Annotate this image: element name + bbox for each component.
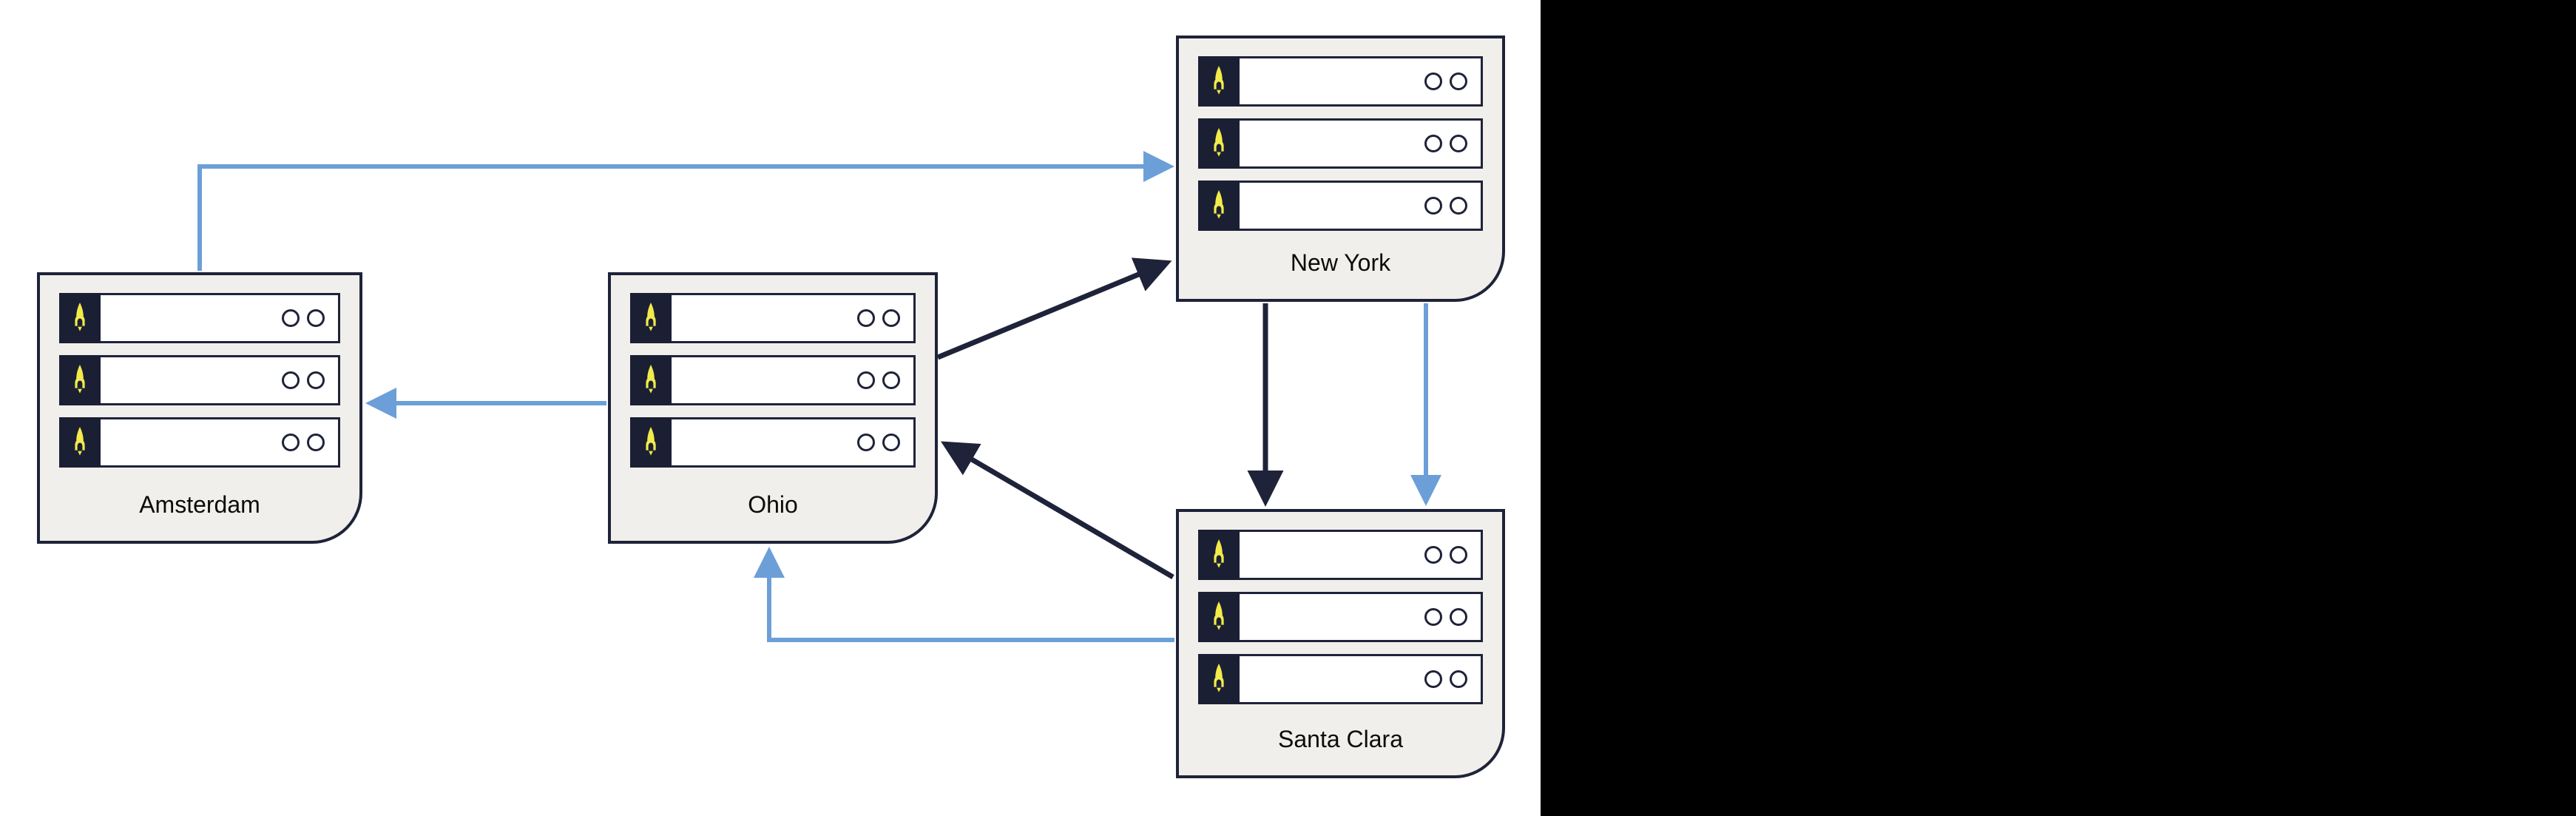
status-led-icon [1424,135,1442,152]
rocket-icon [1198,118,1240,169]
rack-santa-clara[interactable]: Santa Clara [1176,509,1505,778]
status-led-icon [1450,135,1467,152]
server-unit-body [1240,532,1481,578]
status-led-icon [857,309,875,327]
server-unit[interactable] [1198,654,1483,704]
server-unit-body [1240,594,1481,640]
rocket-icon [630,417,672,468]
status-led-icon [307,434,325,451]
rack-label-new-york: New York [1290,249,1391,276]
server-unit-body [1240,58,1481,104]
status-led-icon [1424,73,1442,90]
status-led-icon [1450,670,1467,688]
rocket-icon [59,417,101,468]
server-unit[interactable] [59,417,340,468]
rocket-icon [630,293,672,343]
rack-units [59,293,340,468]
server-unit-body [101,295,338,341]
server-unit-body [1240,183,1481,229]
server-unit-body [101,357,338,403]
status-led-icon [882,371,900,389]
rocket-icon [630,355,672,405]
status-led-icon [1424,608,1442,626]
server-unit[interactable] [1198,118,1483,169]
server-unit[interactable] [630,417,916,468]
status-led-icon [1450,608,1467,626]
status-led-icon [282,371,300,389]
rack-units [630,293,916,468]
server-unit-body [101,419,338,465]
rack-new-york[interactable]: New York [1176,36,1505,302]
rocket-icon [1198,654,1240,704]
rocket-icon [1198,530,1240,580]
status-led-icon [857,371,875,389]
status-led-icon [1450,197,1467,215]
rocket-icon [1198,56,1240,107]
connector-santa-clara-to-ohio-black [940,441,1174,580]
rack-label-amsterdam: Amsterdam [139,491,260,518]
connector-amsterdam-to-new-york [197,151,1174,271]
rack-units [1198,530,1483,704]
server-unit[interactable] [630,355,916,405]
status-led-icon [1424,670,1442,688]
connector-ohio-to-new-york-black [936,257,1172,360]
status-led-icon [307,309,325,327]
server-unit-body [1240,121,1481,166]
server-unit[interactable] [630,293,916,343]
status-led-icon [1424,546,1442,564]
server-unit[interactable] [1198,592,1483,642]
black-panel [1541,0,2576,816]
server-unit-body [672,357,913,403]
server-unit-body [1240,656,1481,702]
status-led-icon [882,434,900,451]
status-led-icon [857,434,875,451]
rack-label-santa-clara: Santa Clara [1278,726,1403,752]
status-led-icon [1450,73,1467,90]
status-led-icon [282,309,300,327]
server-unit[interactable] [59,355,340,405]
server-unit[interactable] [1198,530,1483,580]
status-led-icon [1450,546,1467,564]
status-led-icon [282,434,300,451]
status-led-icon [1424,197,1442,215]
rack-amsterdam[interactable]: Amsterdam [37,272,362,544]
server-unit-body [672,419,913,465]
status-led-icon [307,371,325,389]
connector-santa-clara-to-ohio-blue [754,547,1174,642]
rocket-icon [1198,181,1240,231]
server-unit[interactable] [59,293,340,343]
rocket-icon [59,293,101,343]
rack-ohio[interactable]: Ohio [608,272,938,544]
rack-units [1198,56,1483,231]
rocket-icon [1198,592,1240,642]
rack-label-ohio: Ohio [748,491,798,518]
server-unit[interactable] [1198,181,1483,231]
server-unit-body [672,295,913,341]
rocket-icon [59,355,101,405]
status-led-icon [882,309,900,327]
server-unit[interactable] [1198,56,1483,107]
